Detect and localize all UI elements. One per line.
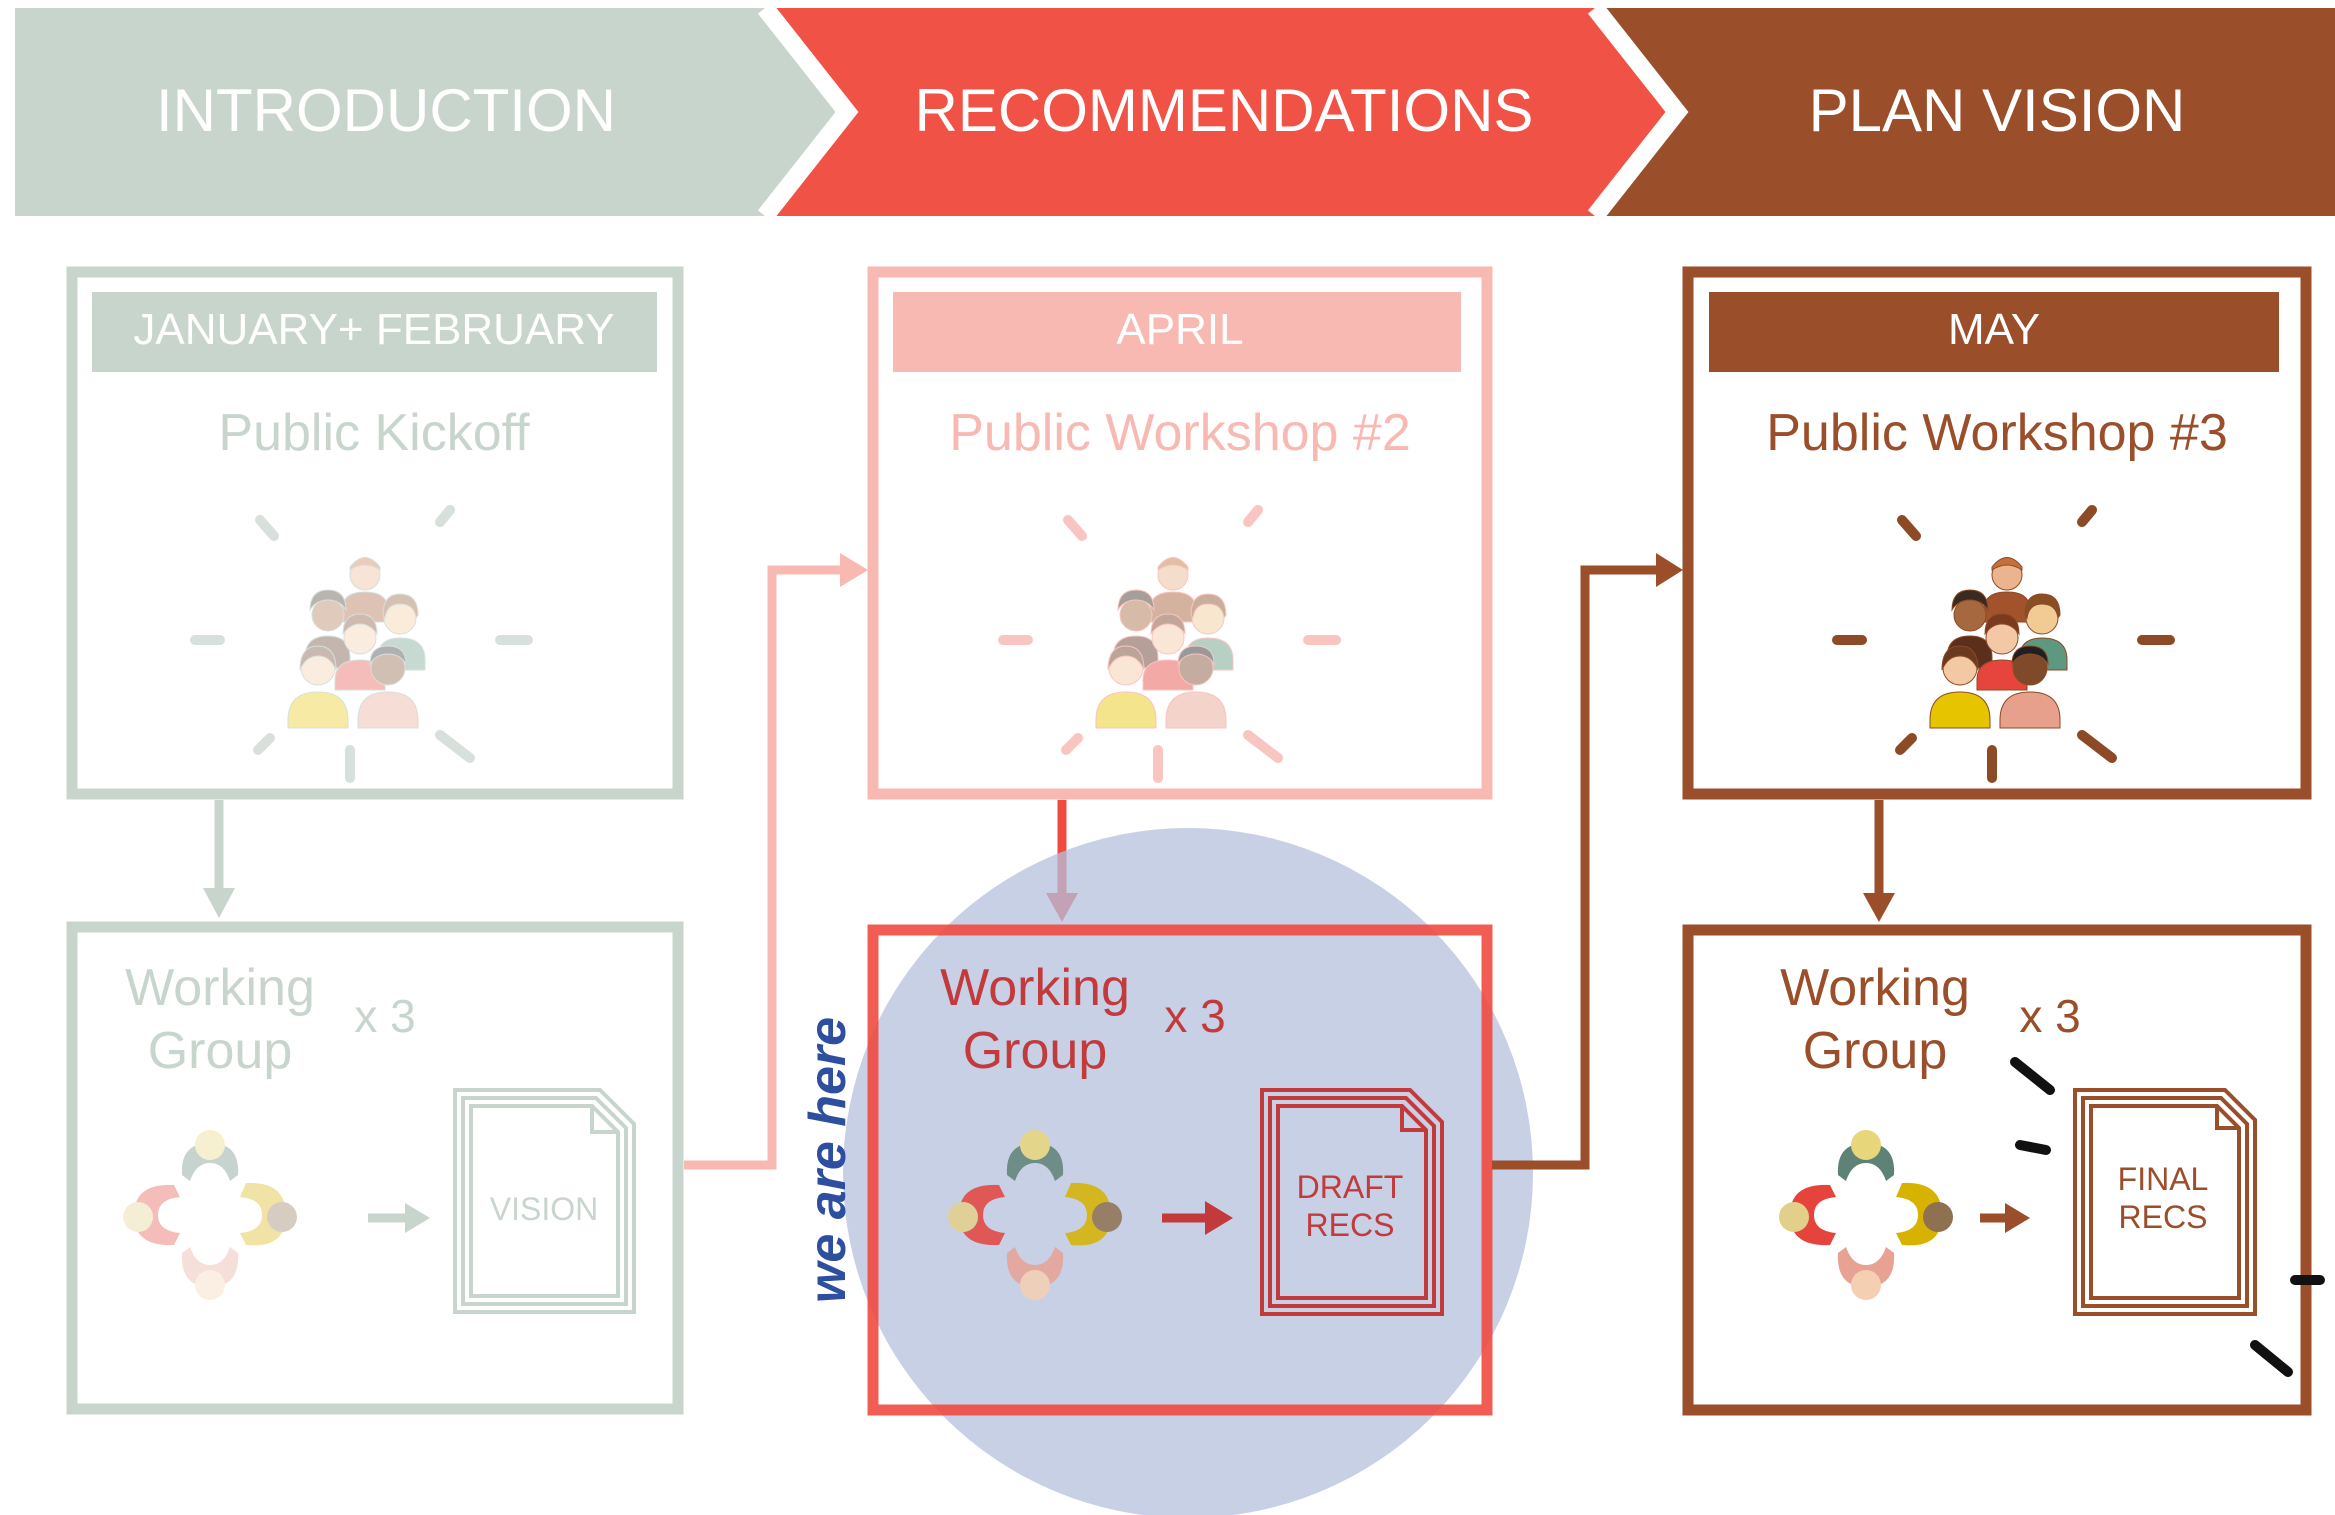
- wg-line1-recommendations: Working: [940, 959, 1130, 1017]
- arrow-right-icon: [840, 553, 868, 587]
- phase-recommendations-arrow: [775, 8, 1687, 216]
- wg-multiplier-introduction: x 3: [354, 990, 415, 1042]
- phase-introduction: INTRODUCTION: [15, 8, 857, 216]
- working-group-box-introduction: [66, 921, 684, 1415]
- phase-introduction-arrow: [15, 8, 857, 216]
- arrow-down-icon: [1863, 893, 1895, 922]
- document-label-line2-plan-vision: RECS: [2119, 1199, 2208, 1235]
- connector-recs-to-plan: [1492, 565, 1660, 1170]
- document-label-introduction: VISION: [490, 1191, 598, 1227]
- working-group-recommendations: Working Group x 3 DRAFT RECS: [867, 924, 1493, 1416]
- phase-recommendations: RECOMMENDATIONS: [775, 8, 1687, 216]
- document-icon-introduction: [453, 1088, 636, 1314]
- phase-introduction-label: INTRODUCTION: [156, 77, 616, 144]
- wg-line2-plan-vision: Group: [1803, 1022, 1948, 1080]
- month-label-plan-vision: MAY: [1948, 305, 2040, 354]
- document-icon-recommendations: [1260, 1088, 1444, 1316]
- column-introduction: JANUARY+ FEBRUARY Public Kickoff Working…: [66, 266, 684, 1415]
- wg-line1-introduction: Working: [125, 959, 315, 1017]
- month-label-introduction: JANUARY+ FEBRUARY: [133, 305, 614, 354]
- crowd-icon-recommendations: [1003, 510, 1336, 778]
- circle-group-icon-plan-vision: [1779, 1130, 1953, 1300]
- wg-line2-recommendations: Group: [963, 1022, 1108, 1080]
- event-box-plan-vision: [1682, 266, 2312, 800]
- event-title-recommendations: Public Workshop #2: [949, 404, 1411, 462]
- phase-recommendations-label: RECOMMENDATIONS: [915, 77, 1534, 144]
- working-group-box-plan-vision: [1682, 924, 2312, 1416]
- wg-multiplier-plan-vision: x 3: [2019, 990, 2080, 1042]
- we-are-here-highlight: [843, 828, 1533, 1515]
- we-are-here-label: we are here: [799, 1017, 857, 1303]
- circle-group-icon-introduction: [123, 1130, 297, 1300]
- arrow-right-icon: [2005, 1203, 2030, 1233]
- month-banner-introduction: [92, 292, 657, 372]
- month-banner-recommendations: [893, 292, 1461, 372]
- crowd-icon-introduction: [195, 510, 528, 778]
- working-group-box-recommendations: [867, 924, 1493, 1416]
- column-recommendations: APRIL Public Workshop #2: [867, 266, 1493, 922]
- document-label-line2-recommendations: RECS: [1306, 1207, 1395, 1243]
- phase-plan-vision-label: PLAN VISION: [1809, 77, 2186, 144]
- sparkle-marks-icon: [2010, 1057, 2325, 1377]
- arrow-right-icon: [1205, 1201, 1233, 1235]
- arrow-right-icon: [405, 1203, 430, 1233]
- connector-intro-to-recs: [684, 565, 845, 1170]
- arrow-right-icon: [1656, 553, 1683, 587]
- phase-plan-vision-arrow: [1605, 8, 2335, 216]
- wg-multiplier-recommendations: x 3: [1164, 990, 1225, 1042]
- document-label-line1-plan-vision: FINAL: [2118, 1161, 2209, 1197]
- document-icon-plan-vision: [2073, 1088, 2257, 1316]
- column-plan-vision: MAY Public Workshop #3 Working Group x 3…: [1682, 266, 2325, 1416]
- event-title-introduction: Public Kickoff: [218, 404, 530, 462]
- phase-plan-vision: PLAN VISION: [1605, 8, 2335, 216]
- wg-line1-plan-vision: Working: [1780, 959, 1970, 1017]
- month-banner-plan-vision: [1709, 292, 2279, 372]
- event-title-plan-vision: Public Workshop #3: [1766, 404, 2228, 462]
- event-box-recommendations: [867, 266, 1493, 800]
- wg-line2-introduction: Group: [148, 1022, 293, 1080]
- document-label-line1-recommendations: DRAFT: [1297, 1169, 1404, 1205]
- arrow-down-icon: [203, 888, 235, 918]
- month-label-recommendations: APRIL: [1116, 305, 1243, 354]
- event-box-introduction: [66, 266, 684, 800]
- crowd-icon-plan-vision: [1837, 510, 2170, 778]
